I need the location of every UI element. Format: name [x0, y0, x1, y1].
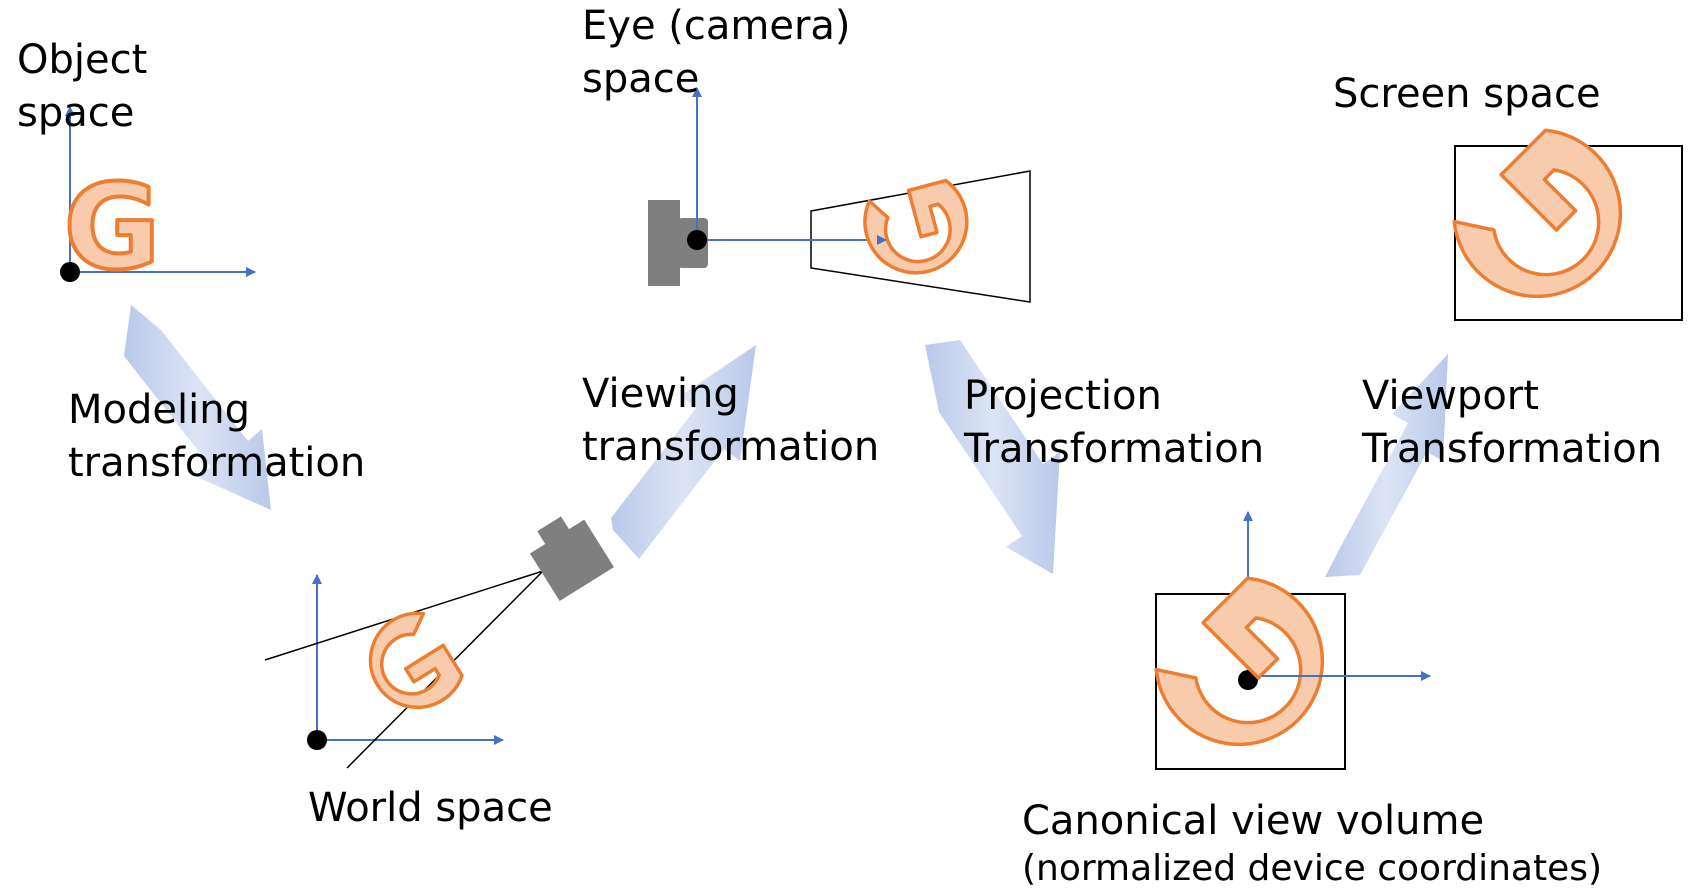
object-space-label-line2: space [17, 90, 135, 136]
eye-space-label-line1: Eye (camera) [582, 3, 851, 49]
eye-space-axes-icon [692, 87, 887, 245]
ndc-label: (normalized device coordinates) [1022, 848, 1603, 889]
camera-icon [529, 516, 614, 602]
viewing-label-line1: Viewing [582, 371, 739, 417]
frustum-icon [810, 170, 1031, 303]
origin-dot-icon [60, 262, 80, 282]
origin-dot-icon [687, 230, 707, 250]
modeling-label-line1: Modeling [68, 387, 250, 433]
flow-arrow-viewing-icon [611, 345, 756, 559]
projection-label-line2: Transformation [964, 426, 1265, 472]
modeling-label-line2: transformation [68, 440, 366, 486]
eye-space-label: Eye (camera) space [582, 0, 851, 106]
flow-arrow-modeling-icon [124, 305, 271, 510]
world-space-label: World space [308, 785, 553, 831]
viewport-label-line1: Viewport [1362, 373, 1539, 419]
object-space-label: Object space [17, 34, 147, 140]
origin-dot-icon [307, 730, 327, 750]
canonical-view-volume-label: Canonical view volume [1022, 798, 1485, 844]
viewport-label-line2: Transformation [1362, 426, 1663, 472]
viewing-transformation-label: Viewing transformation [582, 368, 879, 474]
viewport-transformation-label: Viewport Transformation [1362, 370, 1662, 476]
object-space-label-line1: Object [17, 37, 148, 83]
object-space-axes-icon [65, 106, 256, 277]
screen-space-label: Screen space [1333, 71, 1601, 117]
eye-space-label-line2: space [582, 56, 700, 102]
viewing-label-line2: transformation [582, 424, 880, 470]
modeling-transformation-label: Modeling transformation [68, 384, 365, 490]
world-space-axes-icon [312, 574, 504, 745]
projection-label-line1: Projection [964, 373, 1162, 419]
flow-arrow-projection-icon [925, 340, 1060, 574]
projection-transformation-label: Projection Transformation [964, 370, 1264, 476]
flow-arrow-viewport-icon [1325, 354, 1448, 577]
